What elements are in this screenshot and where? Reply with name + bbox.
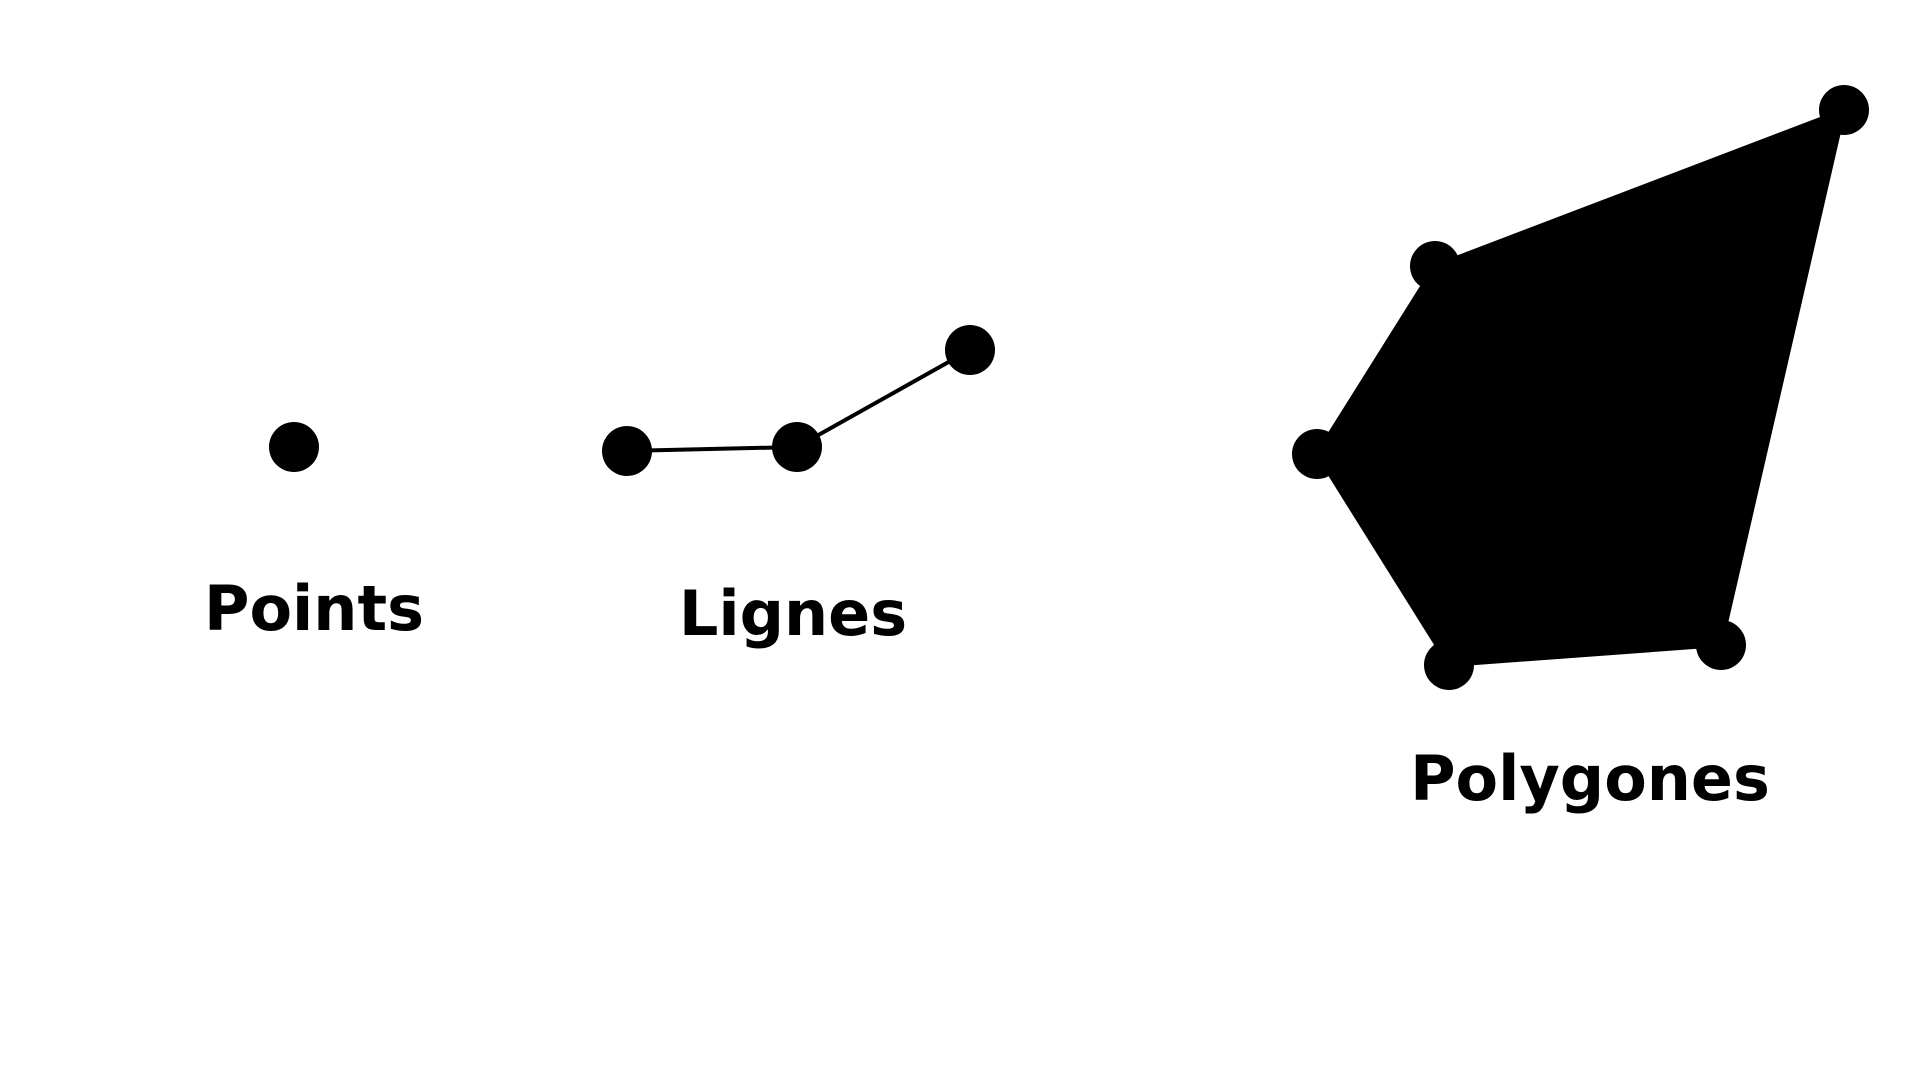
polygon-shape [1315, 108, 1846, 667]
line-vertex [602, 426, 652, 476]
polygon-vertex [1696, 620, 1746, 670]
points-group: Points [204, 422, 424, 645]
lines-label: Lignes [679, 577, 907, 650]
polygon-vertex [1819, 85, 1869, 135]
points-label: Points [204, 572, 424, 645]
polygon-vertex [1424, 640, 1474, 690]
line-vertex [945, 325, 995, 375]
polygon-vertex [1410, 241, 1460, 291]
line-vertex [772, 422, 822, 472]
point-vertex [269, 422, 319, 472]
polygon-vertex [1292, 429, 1342, 479]
polygons-label: Polygones [1410, 742, 1770, 815]
polygons-group: Polygones [1292, 85, 1869, 815]
lines-group: Lignes [602, 325, 995, 650]
